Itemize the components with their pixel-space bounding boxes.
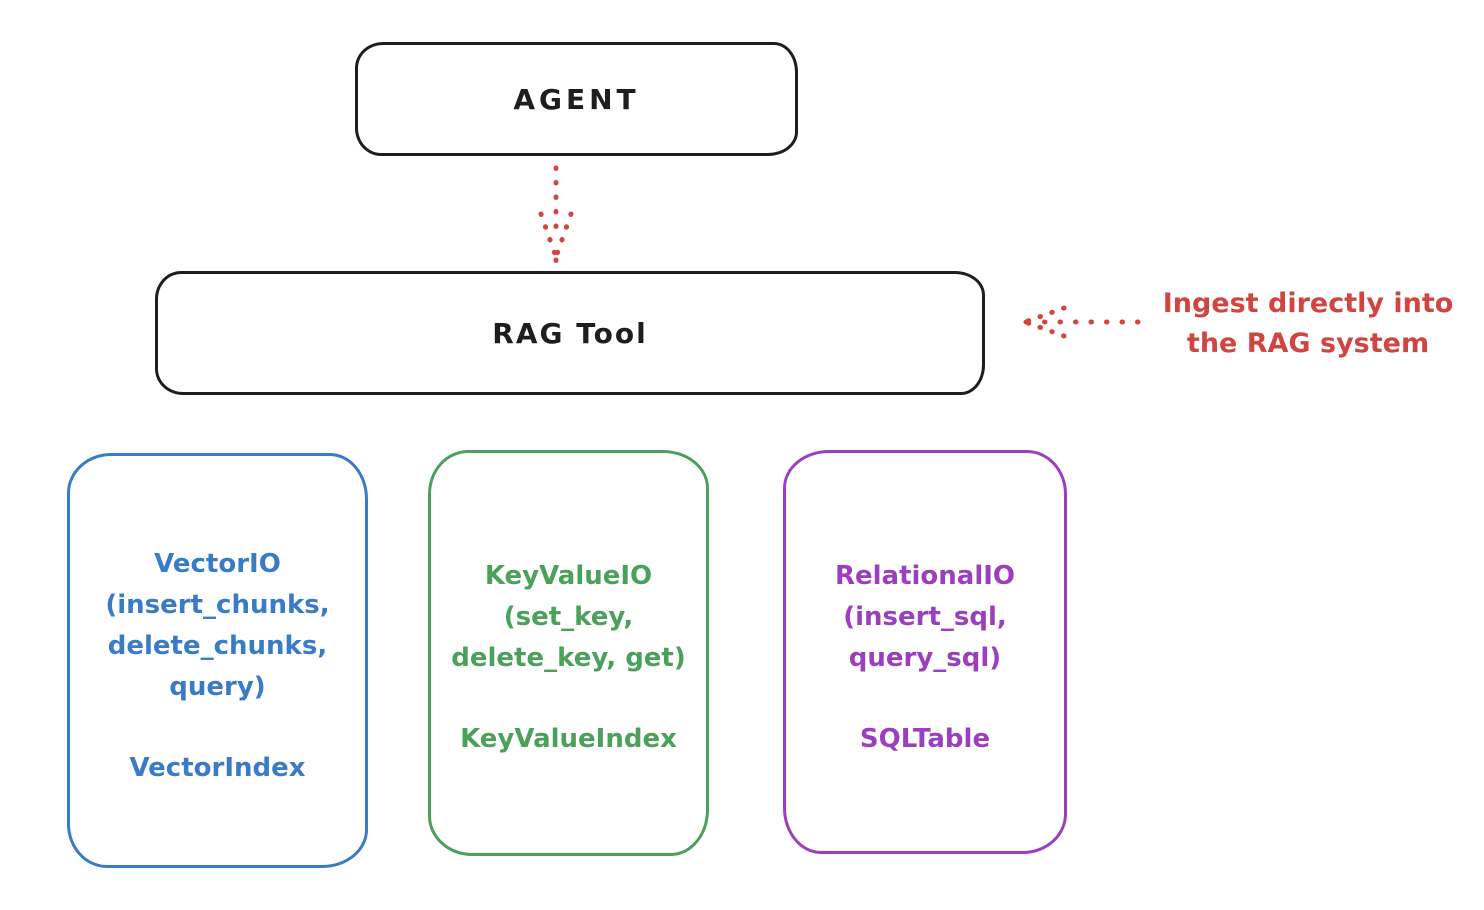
- keyvalue-io-node: KeyValueIO (set_key, delete_key, get) Ke…: [428, 450, 709, 856]
- vector-io-node: VectorIO (insert_chunks, delete_chunks, …: [67, 453, 368, 868]
- ingest-annotation-arrow-icon: [1023, 305, 1141, 339]
- relational-io-methods-line1: (insert_sql,: [843, 602, 1007, 632]
- rag-tool-node: RAG Tool: [155, 271, 985, 395]
- vector-index-label: VectorIndex: [129, 753, 306, 783]
- keyvalue-io-methods-line2: delete_key, get): [451, 643, 686, 673]
- agent-node: AGENT: [355, 42, 798, 156]
- agent-to-ragtool-arrow-icon: [538, 165, 574, 264]
- keyvalue-io-title: KeyValueIO: [484, 561, 653, 591]
- vector-io-methods-line3: query): [169, 672, 266, 702]
- keyvalue-index-label: KeyValueIndex: [460, 724, 677, 754]
- vector-io-methods-line2: delete_chunks,: [107, 631, 328, 661]
- ingest-annotation-text: Ingest directly into the RAG system: [1138, 284, 1478, 364]
- vector-io-methods-line1: (insert_chunks,: [105, 590, 330, 620]
- relational-io-methods-line2: query_sql): [848, 643, 1002, 673]
- vector-io-title: VectorIO: [154, 549, 281, 579]
- ingest-annotation-line2: the RAG system: [1186, 328, 1430, 359]
- ingest-annotation-line1: Ingest directly into: [1162, 288, 1454, 319]
- rag-tool-label: RAG Tool: [492, 316, 648, 350]
- agent-label: AGENT: [513, 82, 640, 116]
- sql-table-label: SQLTable: [859, 724, 991, 754]
- relational-io-title: RelationalIO: [834, 561, 1016, 591]
- relational-io-node: RelationalIO (insert_sql, query_sql) SQL…: [783, 450, 1067, 854]
- keyvalue-io-methods-line1: (set_key,: [503, 602, 634, 632]
